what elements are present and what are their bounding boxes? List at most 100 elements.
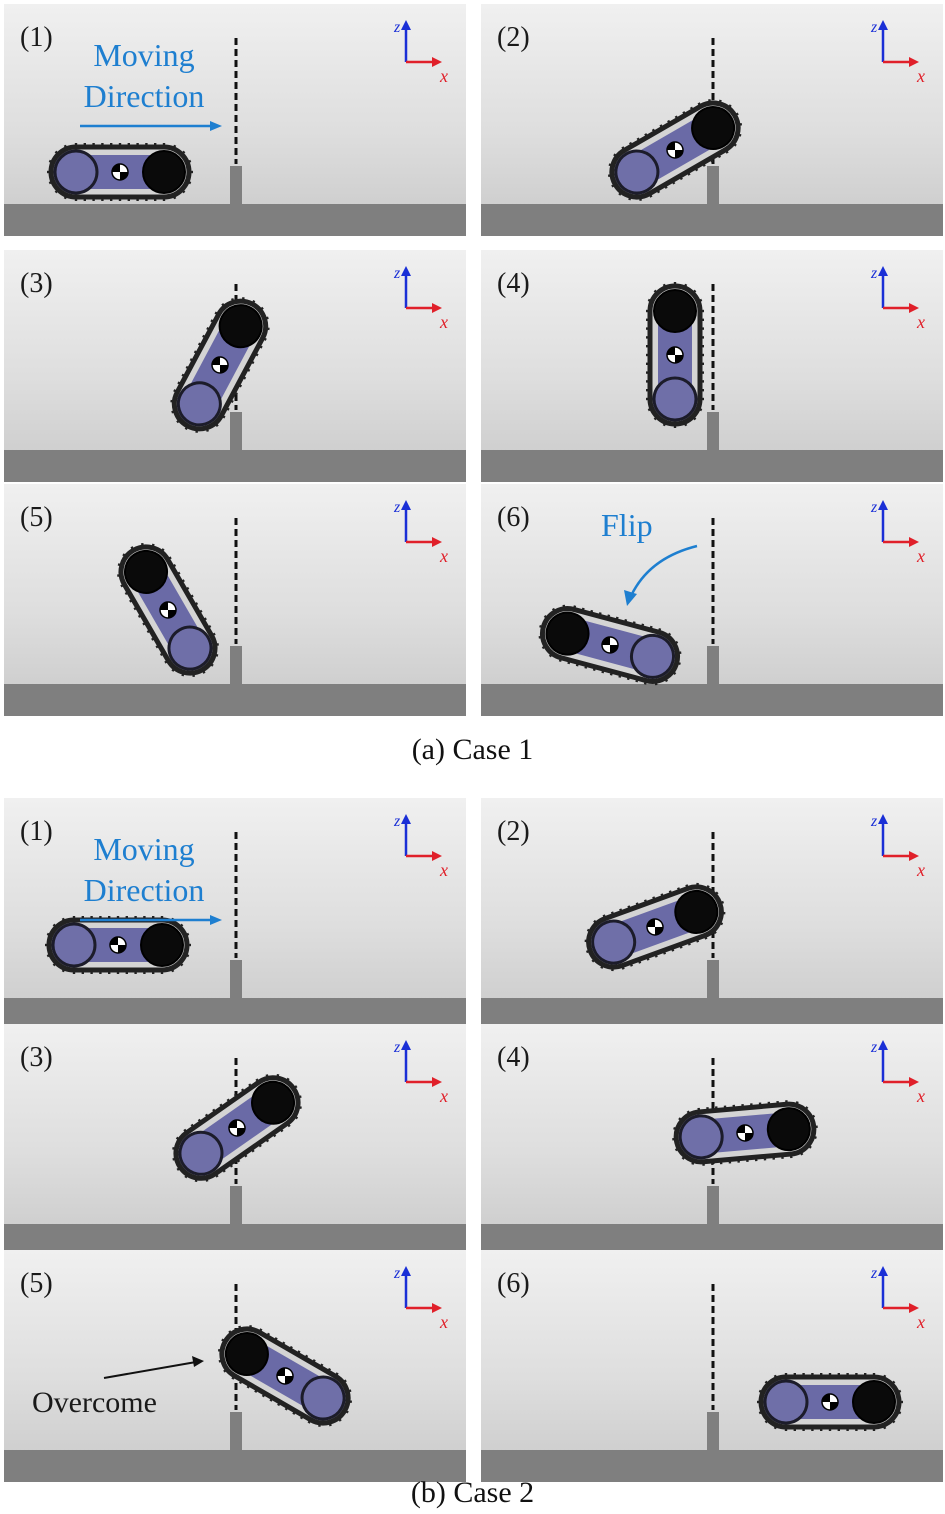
tracked-robot [117, 542, 219, 678]
center-of-mass-icon [666, 141, 684, 159]
panel-scene: zx (5) [4, 499, 466, 716]
tracked-robot [757, 1373, 903, 1431]
obstacle-step [707, 960, 719, 998]
axis-z-label: z [870, 499, 878, 516]
panel-scene: zx(2) [481, 19, 943, 236]
axis-z-label: z [393, 19, 401, 36]
front-wheel [218, 304, 263, 349]
rear-wheel [652, 376, 698, 422]
track-grousers [170, 297, 270, 433]
annotation-text: Moving [93, 831, 194, 867]
axis-indicator-icon: zx [870, 19, 925, 86]
step-label: (6) [497, 502, 530, 533]
ground [4, 684, 466, 716]
obstacle-step [230, 166, 242, 204]
ground [481, 684, 943, 716]
track-grousers [47, 143, 193, 201]
track-grousers [757, 1373, 903, 1431]
front-wheel [142, 150, 186, 194]
tracked-robot [172, 1073, 302, 1183]
obstacle-step [707, 412, 719, 450]
axis-z-label: z [870, 19, 878, 36]
axis-x-label: x [916, 1312, 925, 1332]
axis-x-label: x [439, 546, 448, 566]
axis-z-label: z [393, 1039, 401, 1056]
axis-x-label: x [439, 860, 448, 880]
front-wheel [653, 289, 697, 333]
step-label: (1) [20, 816, 53, 847]
center-of-mass-icon [159, 601, 177, 619]
axis-x-label: x [916, 312, 925, 332]
axis-z-label: z [393, 265, 401, 282]
track-grousers [672, 1100, 818, 1166]
axis-indicator-icon: zx [393, 1265, 448, 1332]
center-of-mass-icon [736, 1124, 754, 1142]
axis-z-label: z [870, 1039, 878, 1056]
ground [481, 204, 943, 236]
rear-wheel [176, 381, 222, 427]
tracked-robot [607, 99, 743, 201]
tracked-robot [538, 604, 682, 686]
ground [481, 450, 943, 482]
step-label: (2) [497, 816, 530, 847]
obstacle-step [230, 960, 242, 998]
tracked-robot [47, 143, 193, 201]
axis-indicator-icon: zx [393, 499, 448, 566]
flip-arrow-icon [624, 544, 698, 606]
axis-indicator-icon: zx [870, 1265, 925, 1332]
step-label: (4) [497, 1042, 530, 1073]
tracked-robot [646, 282, 704, 428]
annotation-text: Overcome [32, 1386, 157, 1419]
tracked-robot [584, 882, 726, 972]
track-grousers [584, 882, 726, 972]
annotation-text: Direction [84, 78, 205, 114]
axis-z-label: z [870, 813, 878, 830]
front-wheel [691, 106, 736, 150]
rear-wheel [763, 1379, 809, 1425]
axis-indicator-icon: zx [393, 1039, 448, 1106]
front-wheel [674, 889, 719, 934]
rear-wheel [591, 919, 637, 965]
axis-x-label: x [916, 1086, 925, 1106]
front-wheel [124, 549, 168, 594]
panel-scene: z x (2) [481, 813, 943, 1030]
tracked-robot [45, 916, 191, 974]
axis-indicator-icon: zx [870, 499, 925, 566]
panel-case2-step2: z x (2) [481, 798, 943, 1030]
front-wheel [545, 611, 590, 656]
axis-x-label: x [916, 66, 925, 86]
track-grousers [607, 99, 743, 201]
center-of-mass-icon [601, 636, 619, 654]
axis-indicator-icon: zx [870, 265, 925, 332]
axis-x-label: x [916, 860, 925, 880]
track-grousers [646, 282, 704, 428]
panel-scene: zx(6)Flip [481, 499, 943, 716]
center-of-mass-icon [109, 936, 127, 954]
panel-scene: zx(3) [4, 1039, 466, 1256]
step-label: (2) [497, 22, 530, 53]
obstacle-step [230, 1412, 242, 1450]
rear-wheel [630, 633, 676, 679]
track-grousers [117, 542, 219, 678]
track-grousers [172, 1073, 302, 1183]
moving-direction-arrow-icon [80, 121, 222, 131]
axis-x-label: x [439, 1086, 448, 1106]
ground [4, 450, 466, 482]
annotation-text: Moving [93, 37, 194, 73]
rear-wheel [678, 1114, 724, 1160]
axis-indicator-icon: zx [393, 265, 448, 332]
axis-indicator-icon: zx [870, 1039, 925, 1106]
step-label: (1) [20, 22, 53, 53]
pointer-arrow-icon [103, 1356, 204, 1379]
center-of-mass-icon [821, 1393, 839, 1411]
caption-case2: (b) Case 2 [410, 1476, 535, 1509]
step-label: (3) [20, 268, 53, 299]
tracked-robot [672, 1100, 818, 1166]
obstacle-step [230, 1186, 242, 1224]
front-wheel [251, 1080, 296, 1125]
step-label: (5) [20, 502, 53, 533]
